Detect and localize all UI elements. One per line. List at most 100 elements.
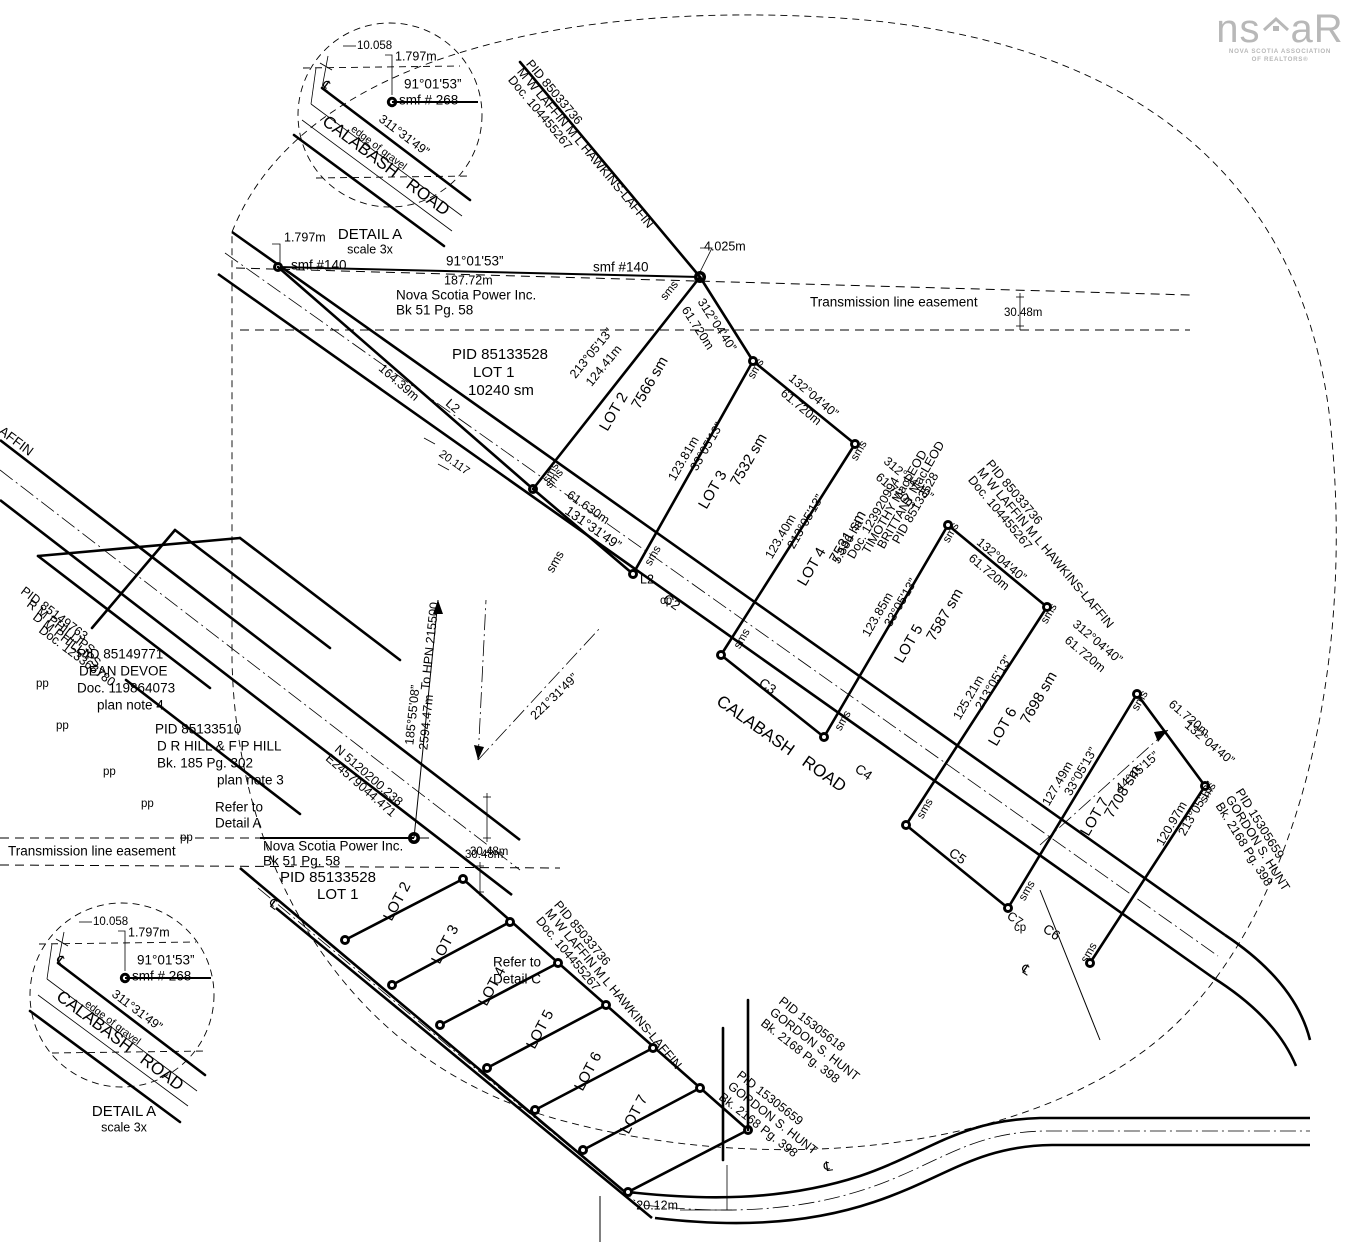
nsar-watermark-logo: ns aR NOVA SCOTIA ASSOCIATION OF REALTOR… xyxy=(1214,7,1346,65)
cp-label-right: cp xyxy=(1014,922,1026,934)
detail-a-bottom-monument: smf # 268 xyxy=(132,969,191,984)
easement-label-right: Transmission line easement xyxy=(810,295,978,310)
lot5-name: LOT 5 xyxy=(891,622,926,666)
cp-label-mid: cp xyxy=(660,595,672,607)
curve-c5: C5 xyxy=(946,845,969,867)
inset-lot7: LOT 7 xyxy=(617,1092,651,1137)
nsar-logo-line1: NOVA SCOTIA ASSOCIATION xyxy=(1228,48,1332,55)
sms-h: sms xyxy=(915,797,936,821)
inset-road-centerline-symbol: ℄ xyxy=(822,1158,834,1174)
tie-distance-label: 2594.47m xyxy=(416,694,436,751)
devoe-note: plan note 4 xyxy=(97,698,164,713)
lot4-name: LOT 4 xyxy=(794,545,829,589)
detail-a-bottom: 10.058 1.797m 91°01'53” smf # 268 311°31… xyxy=(28,902,215,1134)
smf140-left-label: smf #140 xyxy=(291,258,347,273)
house-roof-icon xyxy=(1261,12,1291,42)
laffin-bottom-owner: M W LAFFIN M L HAWKINS-LAFFIN xyxy=(542,906,684,1072)
curve-c3: C3 xyxy=(756,675,779,697)
front-length-label: 187.72m xyxy=(444,273,493,287)
detail-a-top-centerline-symbol: ℄ xyxy=(318,77,335,95)
front-bearing-label: 91°01'53” xyxy=(446,254,504,269)
detail-a-bottom-offset-dim: 10.058 xyxy=(93,916,128,928)
detail-a-bottom-bearing-a: 91°01'53” xyxy=(137,953,195,968)
pp-2: pp xyxy=(56,720,69,732)
detail-a-bottom-scale: scale 3x xyxy=(101,1120,148,1134)
lot1-west-tick-dim: 20.117 xyxy=(437,448,472,478)
tie-target-label: To HPN 215500 xyxy=(418,601,441,690)
nspi-book-top: Bk 51 Pg. 58 xyxy=(396,303,473,318)
laffin-top-owner: M W LAFFIN M L HAWKINS-LAFFIN xyxy=(514,65,656,231)
inset-lot2: LOT 2 xyxy=(380,879,414,924)
devoe-owner: DEAN DEVOE xyxy=(79,664,168,679)
lot6-name: LOT 6 xyxy=(985,705,1020,749)
smf140-right-label: smf #140 xyxy=(593,260,649,275)
refer-detail-c-line1: Refer to xyxy=(493,955,541,970)
lot1-name: LOT 1 xyxy=(473,364,514,381)
devoe-pid: PID 85149771 xyxy=(77,647,163,662)
detail-a-top-monument: smf # 268 xyxy=(399,93,458,108)
detail-a-bottom-title: DETAIL A xyxy=(92,1103,156,1120)
transmission-easement-upper: Transmission line easement 30.48m Nova S… xyxy=(235,267,1191,331)
lot3-name: LOT 3 xyxy=(695,468,730,512)
nspi-book-bottom: Bk 51 Pg. 58 xyxy=(263,854,340,869)
lot3-area: 7532 sm xyxy=(727,431,770,489)
curve-c4: C4 xyxy=(852,761,875,783)
detail-a-top-tie-dim: 1.797m xyxy=(395,49,437,63)
tie-left-label: 1.797m xyxy=(284,230,326,244)
tie-right-label: 4.025m xyxy=(704,239,746,253)
hunt-east-label: PID 15305659 GORDON S. HUNT Bk. 2168 Pg.… xyxy=(1213,786,1293,894)
lot1-west-length: 164.39m xyxy=(376,361,422,403)
sms-g: sms xyxy=(1039,602,1060,626)
lot1-area: 10240 sm xyxy=(468,382,534,399)
road-tails-right xyxy=(1039,889,1312,1067)
coordinate-tie-callout: To HPN 215500 185°55'08” 2594.47m N 5120… xyxy=(323,599,601,858)
detail-a-bottom-centerline-symbol: ℄ xyxy=(52,952,69,970)
main-road-centerline-symbol: ℄ xyxy=(1017,961,1034,979)
sms-a: sms xyxy=(643,544,664,568)
easement-mid-bearing: 221°31'49” xyxy=(528,671,581,723)
detail-a-top-title: DETAIL A xyxy=(338,226,402,243)
nsar-logo-ns: ns xyxy=(1216,7,1261,51)
nsar-logo-line2: OF REALTORS® xyxy=(1251,56,1309,64)
refer-detail-a-line1: Refer to xyxy=(215,800,263,815)
lot5-area: 7587 sm xyxy=(923,586,966,644)
lot1b-pid: PID 85133528 xyxy=(280,869,376,886)
inset-lot6: LOT 6 xyxy=(571,1049,605,1094)
overall-boundary-dashed xyxy=(231,14,1337,1151)
cul-de-sac-width-dim: 20.12m xyxy=(636,1198,678,1212)
devoe-doc: Doc. 119864073 xyxy=(77,681,175,696)
easement-width-right: 30.48m xyxy=(1004,307,1042,319)
easement-label-left: Transmission line easement xyxy=(8,844,176,859)
inset-lot5: LOT 5 xyxy=(523,1007,557,1052)
easement-width-mid: 30.48m xyxy=(470,846,508,858)
nsar-logo-mark: ns aR xyxy=(1214,7,1346,51)
lot2-name: LOT 2 xyxy=(596,390,631,434)
lot1-sms-b: sms xyxy=(658,279,681,303)
pp-4: pp xyxy=(141,798,154,810)
l2-label: L2 xyxy=(640,572,654,586)
power-pole-markers: pp pp pp pp pp xyxy=(36,678,193,844)
detail-a-top-bearing-a: 91°01'53” xyxy=(404,77,462,92)
nspi-owner-bottom: Nova Scotia Power Inc. xyxy=(263,839,403,854)
nsar-logo-ar: aR xyxy=(1290,7,1344,51)
tie-bearing-label: 185°55'08” xyxy=(402,684,422,745)
nspi-owner-top: Nova Scotia Power Inc. xyxy=(396,288,536,303)
pp-1: pp xyxy=(36,678,49,690)
inset-easement-width: 30.48m xyxy=(465,849,503,861)
lot6-area: 7698 sm xyxy=(1017,669,1060,727)
lot1b-name: LOT 1 xyxy=(317,886,358,903)
inset-lot3: LOT 3 xyxy=(428,922,462,967)
transmission-easement-lower: Transmission line easement Nova Scotia P… xyxy=(0,837,561,869)
pp-3: pp xyxy=(103,766,116,778)
lot2-area: 7566 sm xyxy=(628,354,671,412)
hill-owner: D R HILL & F P HILL xyxy=(157,739,282,754)
hill-note: plan note 3 xyxy=(217,773,284,788)
hill-pid: PID 85133510 xyxy=(155,722,241,737)
lot1-pid: PID 85133528 xyxy=(452,346,548,363)
sms-d: sms xyxy=(732,627,753,651)
lot2-sms: sms xyxy=(543,548,567,575)
west-parcels: AFFIN PID 85149763 R M PHILLIPS D M PHIL… xyxy=(0,423,521,897)
detail-a-bottom-tie-dim: 1.797m xyxy=(128,925,170,939)
